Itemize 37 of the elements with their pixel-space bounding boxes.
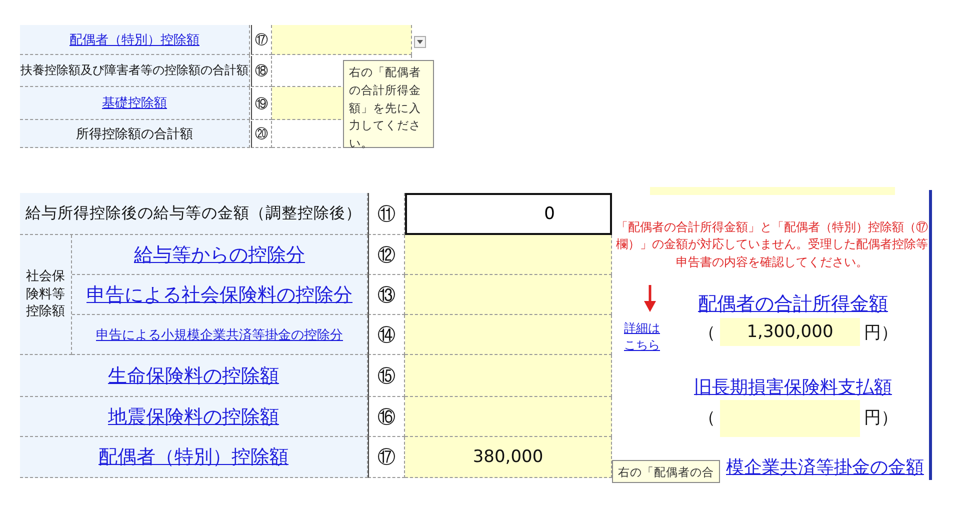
link: 詳細はこちら (623, 320, 661, 354)
number-cell: ⑲ (251, 88, 272, 120)
number-cell: ⑱ (251, 56, 272, 87)
link: 生命保険料の控除額 (108, 364, 279, 388)
number-cell: ⑪ (368, 193, 405, 235)
link: 模企業共済等掛金の金額 (725, 456, 925, 480)
link: 配偶者（特別）控除額 (70, 32, 200, 48)
number-cell: ⑮ (368, 355, 405, 397)
number-cell: ⑯ (368, 397, 405, 437)
label-cell: 扶養控除額及び障害者等の控除額の合計額 (20, 55, 250, 87)
unit-text: （ (698, 322, 716, 344)
link: 申告による社会保険料の控除分 (86, 282, 352, 308)
input-field: 1,300,000 (720, 318, 860, 346)
label-cell: 給与所得控除後の給与等の金額（調整控除後） (20, 193, 368, 235)
link: 給与等からの控除分 (134, 242, 305, 268)
unit-text: 円） (863, 322, 899, 344)
number-cell: ⑭ (368, 315, 405, 355)
number-cell: ⑫ (368, 235, 405, 275)
number-cell: ⑳ (251, 121, 272, 148)
link: 申告による小規模企業共済等掛金の控除分 (96, 326, 343, 344)
label-cell: 所得控除額の合計額 (20, 120, 250, 148)
unit-text: 円） (863, 406, 899, 430)
link: 地震保険料の控除額 (108, 404, 279, 430)
value-cell: 0 (405, 193, 612, 235)
link: 配偶者（特別）控除額 (98, 445, 288, 470)
link: 配偶者の合計所得金額 (697, 292, 889, 317)
number-cell: ⑰ (251, 25, 272, 55)
tooltip-box: 右の「配偶者の合 (612, 460, 720, 483)
number-cell: ⑬ (368, 275, 405, 315)
tooltip-box: 右の「配偶者の合計所得金額」を先に入力してください。 (343, 60, 434, 148)
link: 基礎控除額 (102, 95, 167, 112)
input-field: 380,000 (405, 437, 612, 478)
link: 旧長期損害保険料支払額 (693, 376, 893, 400)
label-cell: 社会保険料等控除額 (20, 235, 72, 355)
warning-text: 「配偶者の合計所得金額」と「配偶者（特別）控除額（⑰欄）」の金額が対応していません。受理した配偶者控除等申告書の内容を確認してください。 (616, 218, 928, 271)
number-cell: ⑰ (368, 437, 405, 478)
unit-text: （ (698, 406, 716, 430)
